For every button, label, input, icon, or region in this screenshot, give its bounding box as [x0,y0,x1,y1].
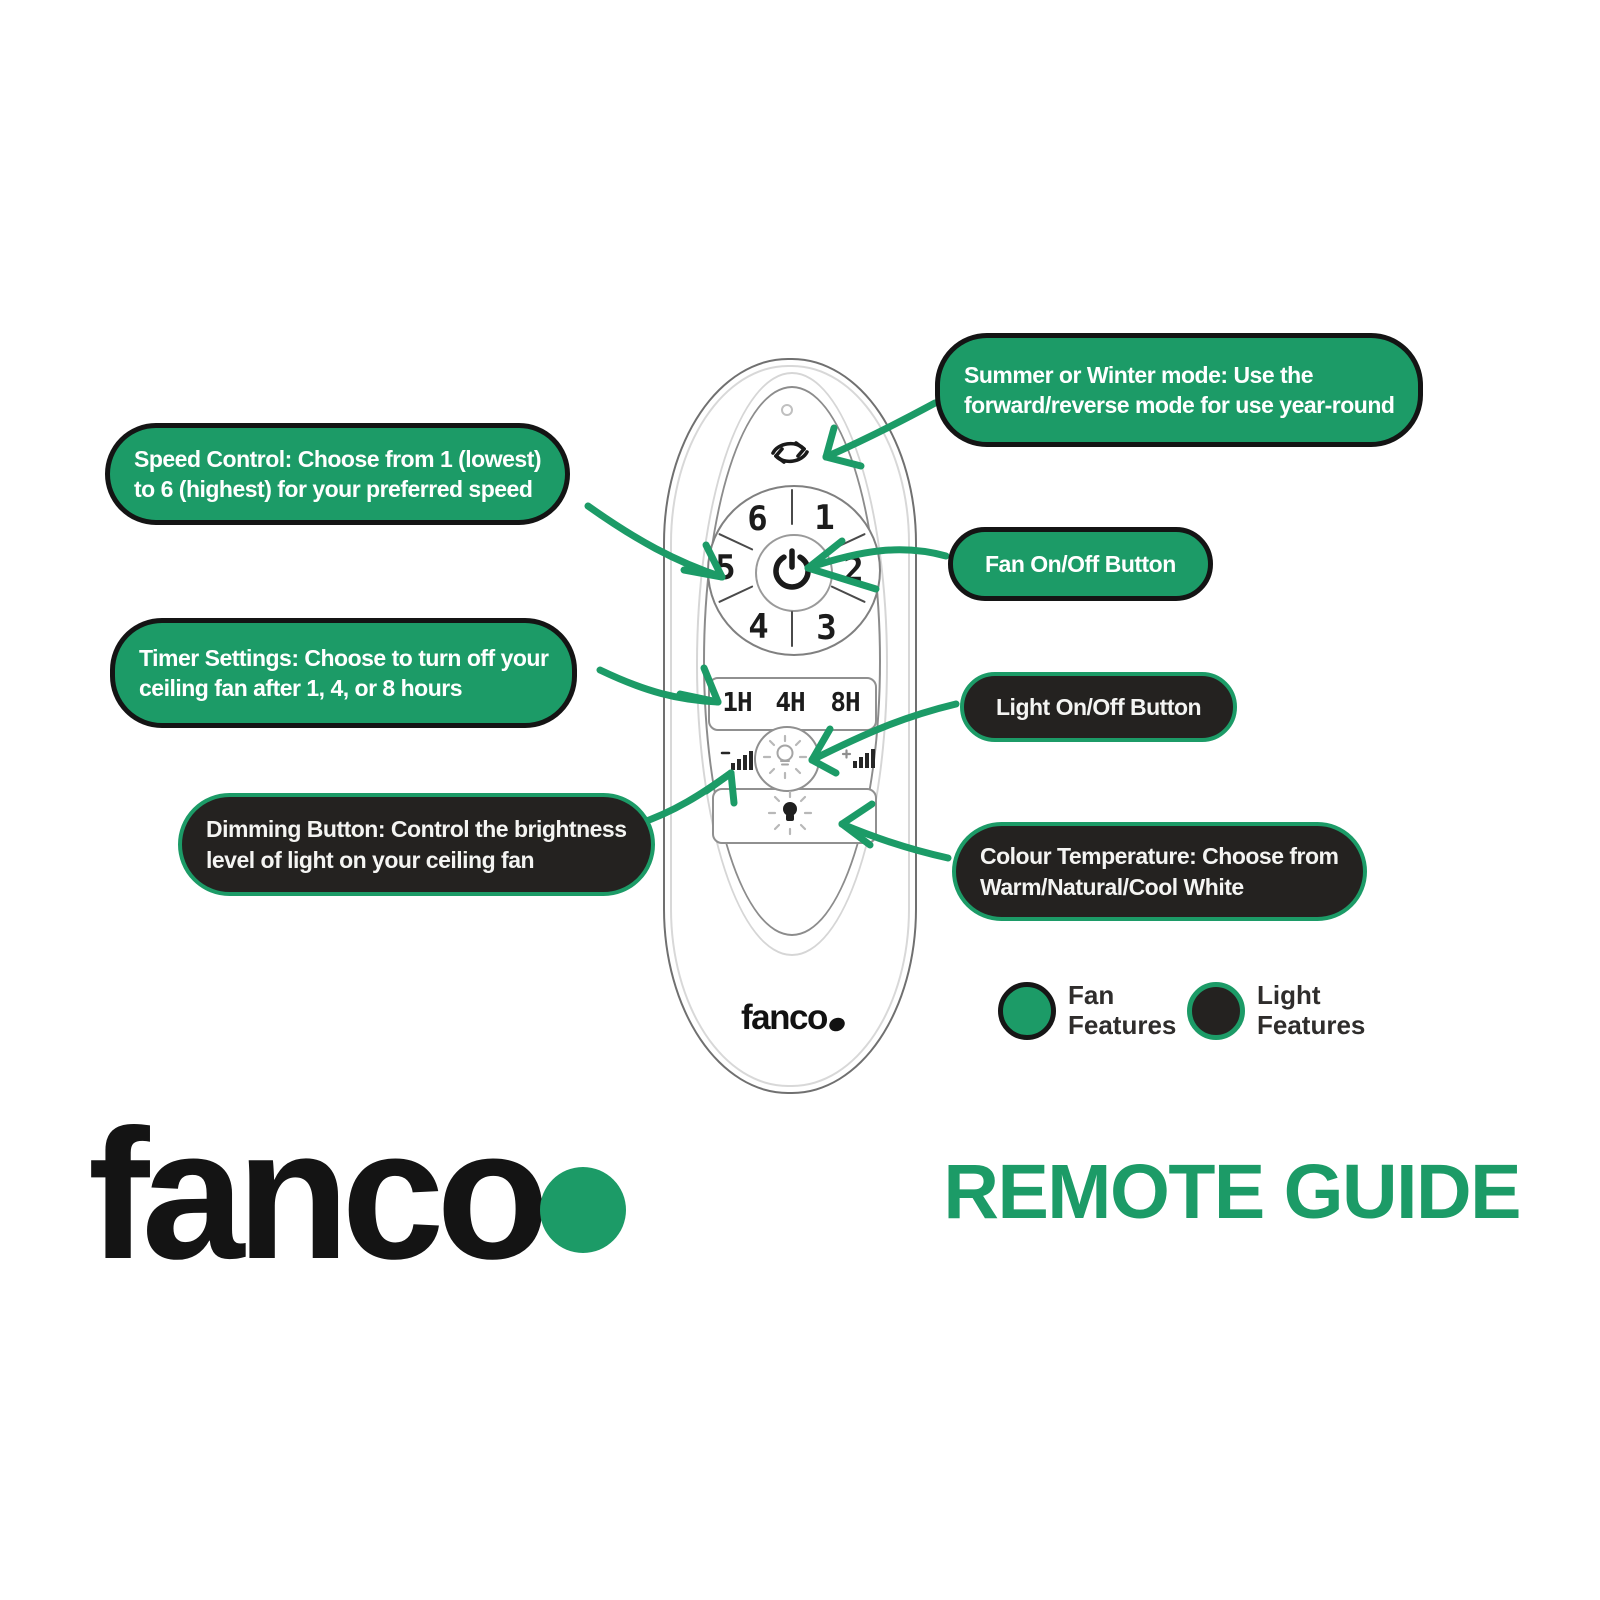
callout-line: forward/reverse mode for use year-round [964,392,1395,418]
remote-panel-oval-outer [696,372,888,956]
brand-logo-text: fanco [88,1092,549,1298]
timer-button-8h[interactable]: 8H [830,688,860,718]
callout-line: ceiling fan after 1, 4, or 8 hours [139,675,462,701]
callout-fan-on-off: Fan On/Off Button [948,527,1213,601]
callout-line: Timer Settings: Choose to turn off your [139,644,549,671]
remote-brand-logo: fanco [741,998,847,1037]
page-title: REMOTE GUIDE [943,1149,1521,1235]
callout-line: Colour Temperature: Choose from [980,843,1339,870]
speed-button-4[interactable]: 4 [748,607,769,647]
fan-power-button[interactable] [755,534,833,612]
legend-line: Fan [1068,980,1115,1010]
callout-line: level of light on your ceiling fan [206,846,535,873]
legend-light-features-swatch [1187,982,1245,1040]
timer-button-1h[interactable]: 1H [722,688,752,718]
remote-panel-oval-inner [703,386,881,936]
speed-button-2[interactable]: 2 [843,550,864,590]
colour-temperature-button[interactable] [712,788,877,844]
timer-button-4h[interactable]: 4H [775,688,805,718]
remote-brand-logo-text: fanco [741,998,828,1037]
legend-line: Features [1068,1010,1177,1041]
speed-button-3[interactable]: 3 [816,608,837,648]
callout-line: Dimming Button: Control the brightness [206,816,627,843]
remote-brand-logo-dot-icon [826,1015,847,1034]
callout-line: Speed Control: Choose from 1 (lowest) [134,445,542,472]
callout-dimming: Dimming Button: Control the brightness l… [178,793,655,896]
callout-light-on-off: Light On/Off Button [960,672,1238,742]
light-on-off-button[interactable] [754,726,820,792]
led-indicator [781,404,793,416]
speed-button-5[interactable]: 5 [715,548,736,588]
callout-line: Light On/Off Button [996,693,1202,720]
legend-fan-features-swatch [998,982,1056,1040]
callout-speed-control: Speed Control: Choose from 1 (lowest) to… [105,423,571,525]
speed-button-6[interactable]: 6 [747,499,768,539]
callout-summer-winter: Summer or Winter mode: Use the forward/r… [935,333,1424,447]
callout-line: to 6 (highest) for your preferred speed [134,476,533,502]
brand-logo-dot-icon [540,1167,626,1253]
legend-line: Light [1257,980,1321,1010]
callout-timer-settings: Timer Settings: Choose to turn off your … [110,618,578,728]
legend-fan-features-label: Fan Features [1068,980,1176,1040]
callout-line: Summer or Winter mode: Use the [964,361,1314,388]
callout-line: Fan On/Off Button [985,550,1176,577]
callout-colour-temperature: Colour Temperature: Choose from Warm/Nat… [952,822,1367,921]
legend-light-features-label: Light Features [1257,980,1365,1040]
speed-button-1[interactable]: 1 [814,498,835,538]
callout-line: Warm/Natural/Cool White [980,873,1244,900]
legend-line: Features [1257,1010,1366,1041]
